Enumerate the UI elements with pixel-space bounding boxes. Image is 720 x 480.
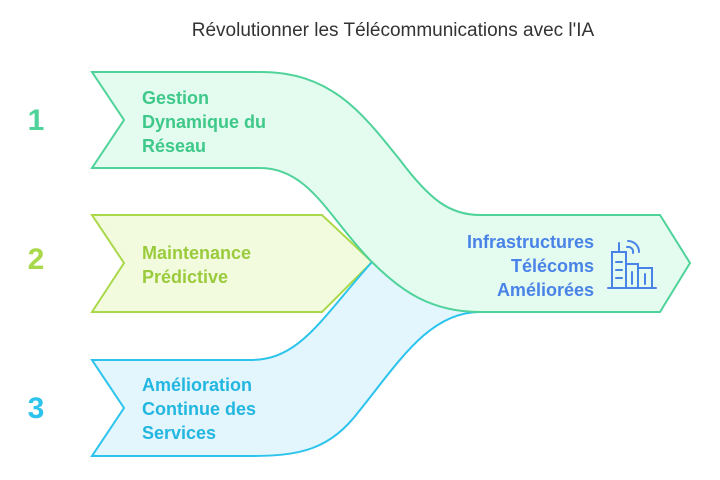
label-maintenance-line-1: Maintenance	[142, 243, 252, 263]
label-maintenance: Maintenance Prédictive	[142, 241, 251, 289]
label-amelioration: Amélioration Continue des Services	[142, 373, 256, 445]
label-gestion-line-3: Réseau	[142, 136, 207, 156]
label-output-line-3: Améliorées	[496, 280, 594, 300]
label-gestion-line-1: Gestion	[142, 88, 210, 108]
label-gestion: Gestion Dynamique du Réseau	[142, 86, 266, 158]
label-output-line-2: Télécoms	[510, 256, 594, 276]
label-amelioration-line-1: Amélioration	[142, 375, 253, 395]
label-gestion-line-2: Dynamique du	[142, 112, 267, 132]
label-output: Infrastructures Télécoms Améliorées	[440, 230, 594, 302]
label-output-line-1: Infrastructures	[466, 232, 594, 252]
telecom-tower-buildings-icon	[607, 240, 657, 289]
label-amelioration-line-2: Continue des	[142, 399, 257, 419]
label-amelioration-line-3: Services	[142, 423, 217, 443]
diagram-title: Révolutionner les Télécommunications ave…	[191, 20, 595, 41]
band-maintenance	[90, 214, 374, 313]
band-gestion	[90, 71, 692, 313]
step-number-1: 1	[27, 104, 45, 137]
label-maintenance-line-2: Prédictive	[142, 267, 229, 287]
step-number-3: 3	[27, 392, 45, 425]
band-amelioration	[90, 260, 481, 457]
step-number-2: 2	[27, 243, 45, 276]
